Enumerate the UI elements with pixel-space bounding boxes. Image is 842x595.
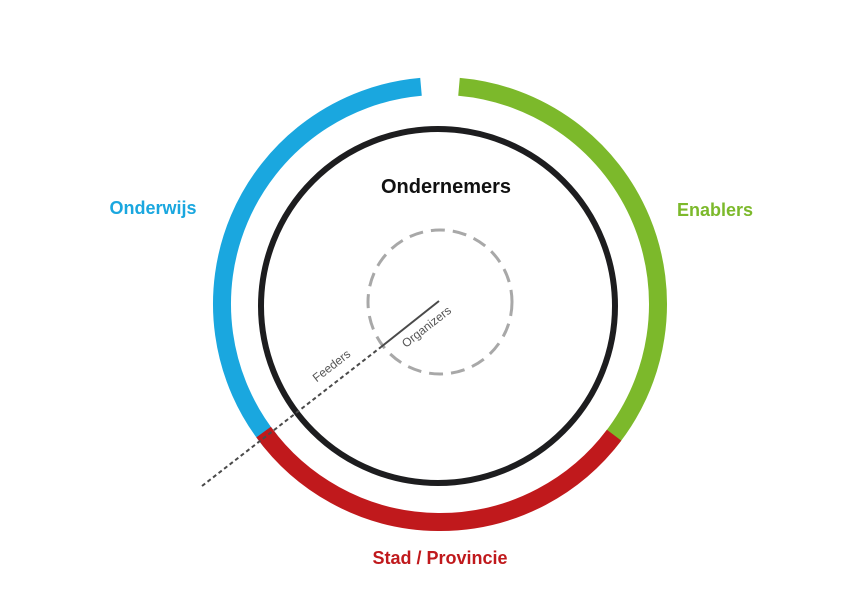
ondernemers-label: Ondernemers <box>381 176 511 198</box>
enablers-arc <box>458 77 667 450</box>
ondernemers-ring <box>258 126 618 486</box>
enablers-label: Enablers <box>677 200 753 220</box>
organizers-ring <box>366 228 514 376</box>
stad-provincie-arc <box>256 426 622 531</box>
feeders-line <box>201 346 382 487</box>
stad-provincie-label: Stad / Provincie <box>372 548 507 568</box>
feeders-label: Feeders <box>310 347 353 385</box>
onderwijs-label: Onderwijs <box>109 198 196 218</box>
organizers-line <box>380 300 440 348</box>
onderwijs-arc <box>213 77 422 447</box>
